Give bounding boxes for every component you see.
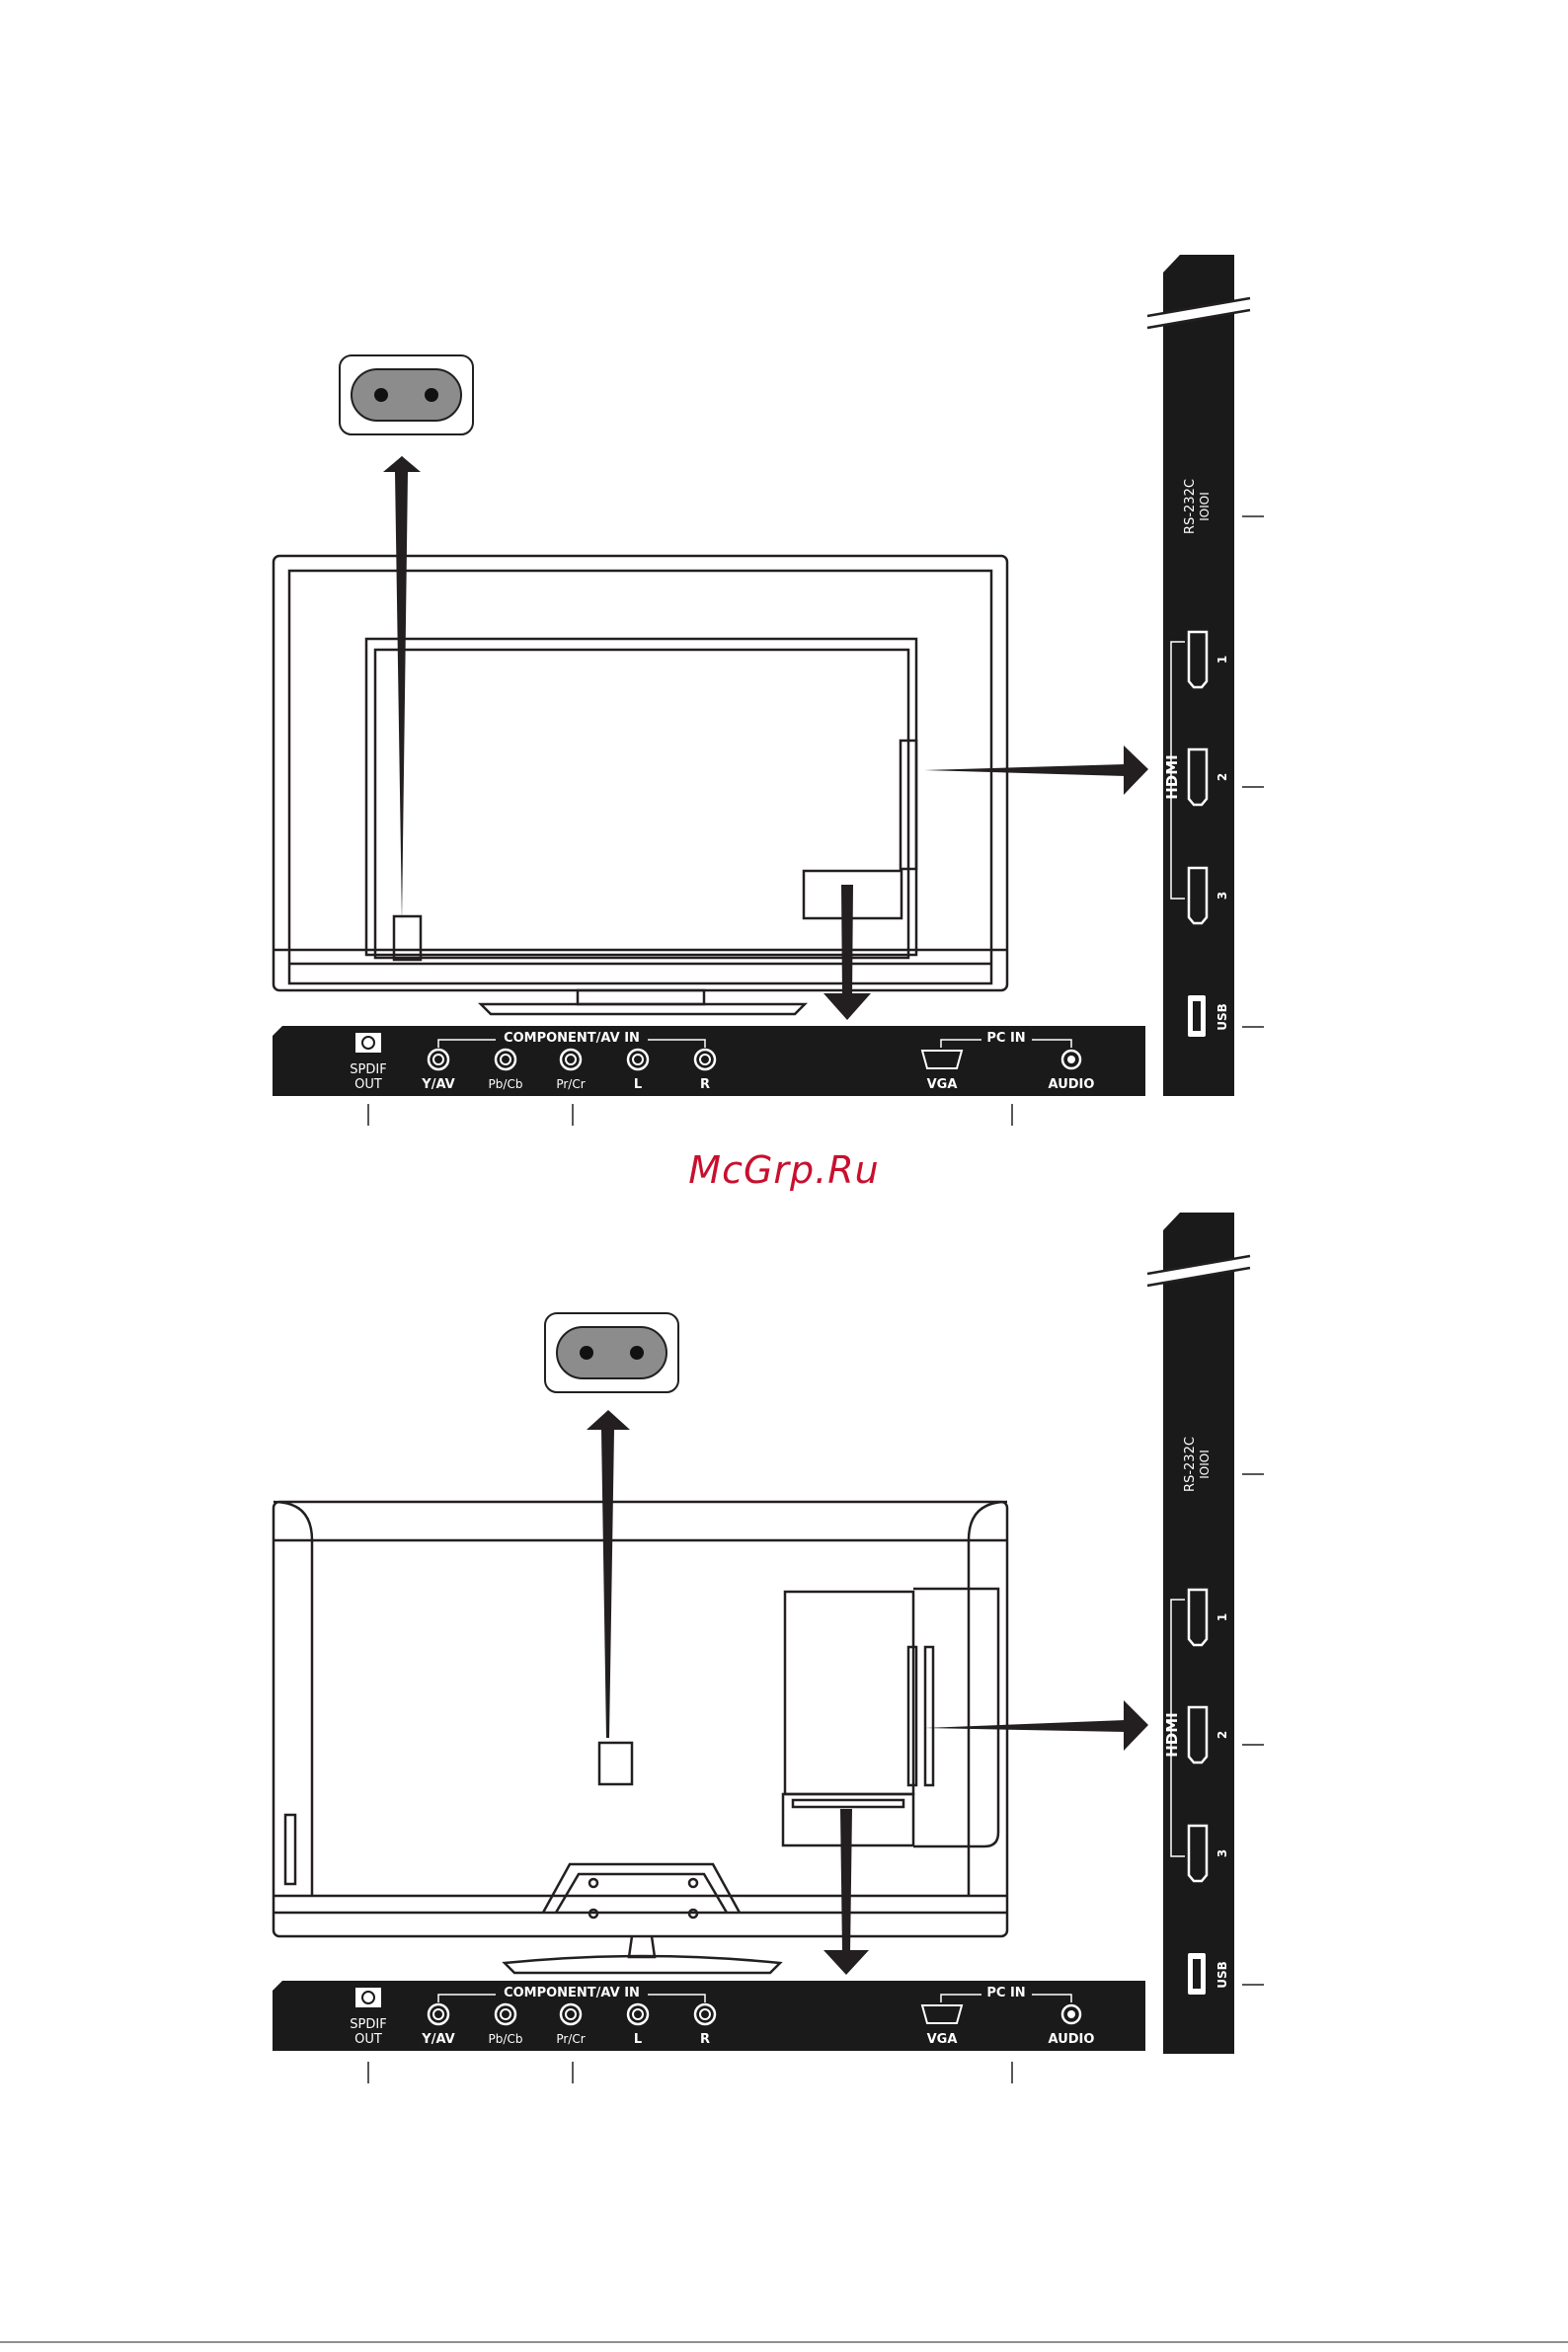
usb-label: USB	[1215, 1961, 1229, 1989]
jack-label-r: R	[700, 1077, 710, 1092]
jack-label-l: L	[634, 2032, 642, 2047]
vga-label: VGA	[927, 2032, 958, 2047]
tv-back-bottom	[274, 1502, 1007, 1973]
rs232-pins-label: IOIOI	[1198, 1450, 1212, 1479]
down-arrow-bottom	[823, 1809, 869, 1975]
rs232-label: RS-232C	[1183, 479, 1198, 534]
audio-label: AUDIO	[1049, 1077, 1095, 1092]
jack-label-yav: Y/AV	[421, 2032, 454, 2047]
hdmi-logo: HDMI	[1163, 1712, 1181, 1758]
hdmi-port-3-label: 3	[1215, 892, 1229, 900]
jack-label-prcr: Pr/Cr	[556, 1077, 585, 1091]
side-arrow-bottom	[924, 1700, 1148, 1751]
power-socket-icon	[340, 355, 473, 434]
spdif-out-label: OUT	[354, 2032, 382, 2047]
side-arrow-top	[924, 745, 1148, 795]
side-panel-top: RS-232C IOIOI HDMI 1 2 3 USB	[1147, 255, 1250, 1096]
jack-label-r: R	[700, 2032, 710, 2047]
bottom-panel-bottom: SPDIF OUT COMPONENT/AV IN Y/AV Pb/Cb Pr/…	[273, 1981, 1145, 2051]
hdmi-port-1-label: 1	[1215, 1613, 1229, 1621]
jack-label-prcr: Pr/Cr	[556, 2032, 585, 2046]
usb-label: USB	[1215, 1003, 1229, 1031]
jack-label-yav: Y/AV	[421, 1077, 454, 1092]
hdmi-port-1-label: 1	[1215, 656, 1229, 664]
jack-label-pbcb: Pb/Cb	[489, 1077, 523, 1091]
tv-back-top	[274, 556, 1007, 1014]
hdmi-port-2-label: 2	[1215, 773, 1229, 781]
rs232-label: RS-232C	[1183, 1437, 1198, 1492]
hdmi-logo: HDMI	[1163, 754, 1181, 800]
side-panel-bottom: RS-232C IOIOI HDMI 1 2 3 USB	[1147, 1213, 1250, 2054]
component-av-title: COMPONENT/AV IN	[504, 1986, 640, 2000]
watermark: McGrp.Ru	[0, 1148, 1568, 1192]
power-socket-icon	[545, 1313, 678, 1392]
spdif-out-label: OUT	[354, 1077, 382, 1092]
vga-label: VGA	[927, 1077, 958, 1092]
audio-label: AUDIO	[1049, 2032, 1095, 2047]
down-arrow-top	[823, 885, 871, 1020]
spdif-label: SPDIF	[350, 2017, 386, 2032]
top-figure: SPDIF OUT COMPONENT/AV IN Y/AV Pb/Cb Pr/…	[273, 255, 1264, 1126]
pc-in-title: PC IN	[986, 1986, 1025, 2000]
jack-label-l: L	[634, 1077, 642, 1092]
bottom-figure: SPDIF OUT COMPONENT/AV IN Y/AV Pb/Cb Pr/…	[273, 1213, 1264, 2083]
hdmi-port-3-label: 3	[1215, 1849, 1229, 1857]
rs232-pins-label: IOIOI	[1198, 492, 1212, 521]
pc-in-title: PC IN	[986, 1031, 1025, 1046]
hdmi-port-2-label: 2	[1215, 1731, 1229, 1739]
component-av-title: COMPONENT/AV IN	[504, 1031, 640, 1046]
power-arrow	[587, 1410, 630, 1738]
bottom-panel-top: SPDIF OUT COMPONENT/AV IN Y/AV Pb/Cb Pr/…	[273, 1026, 1145, 1096]
spdif-label: SPDIF	[350, 1062, 386, 1077]
power-arrow	[383, 456, 421, 921]
jack-label-pbcb: Pb/Cb	[489, 2032, 523, 2046]
